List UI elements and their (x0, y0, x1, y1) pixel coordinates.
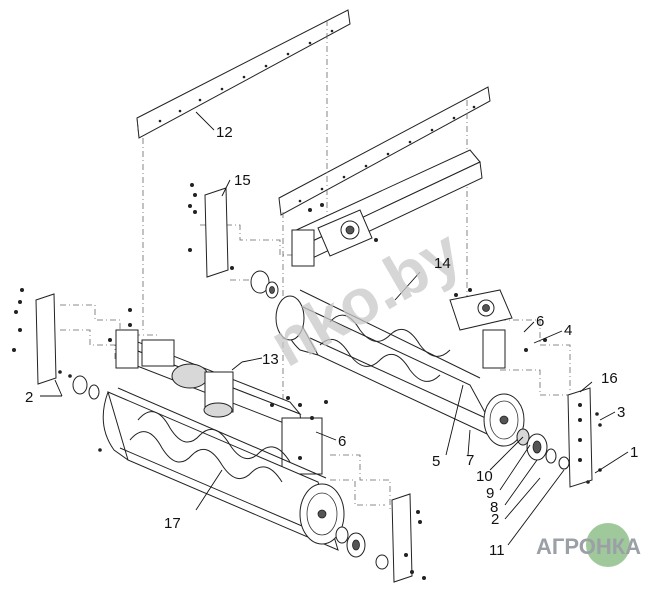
rear-frame-assembly (291, 149, 513, 369)
callout-4: 4 (564, 322, 572, 339)
callout-leaders (40, 111, 629, 546)
flat-bar-rear (278, 86, 491, 216)
front-roller (102, 387, 389, 570)
callout-5: 5 (432, 453, 440, 470)
callout-11: 11 (489, 542, 505, 559)
callout-6: 6 (536, 313, 544, 330)
agronka-logo: АГРОНКА (536, 523, 641, 567)
misc-bolts (98, 203, 547, 460)
rear-roller (275, 289, 525, 447)
callout-14: 14 (434, 255, 451, 272)
callout-2: 2 (25, 389, 33, 406)
callout-2: 2 (491, 511, 499, 528)
upper-bearing-parts (250, 270, 279, 299)
left-end-plate (12, 288, 100, 400)
lower-end-bracket (391, 493, 426, 583)
callout-3: 3 (617, 404, 625, 421)
callout-10: 10 (476, 468, 493, 485)
callout-15: 15 (234, 172, 251, 189)
callout-16: 16 (601, 370, 618, 387)
callout-12: 12 (216, 124, 233, 141)
flat-bar-12 (136, 9, 351, 139)
rear-hub-parts (516, 428, 570, 470)
callout-13: 13 (262, 351, 279, 368)
callout-7: 7 (466, 452, 474, 469)
callout-17: 17 (164, 515, 181, 532)
callout-6: 6 (338, 433, 346, 450)
logo-text: АГРОНКА (536, 534, 641, 559)
front-frame-assembly (115, 329, 323, 475)
callout-1: 1 (630, 444, 638, 461)
logo-circle-icon (586, 523, 630, 567)
callout-8: 8 (490, 499, 498, 516)
upper-left-bracket (188, 183, 234, 278)
assembly-center-lines (60, 20, 575, 510)
callout-9: 9 (486, 485, 494, 502)
